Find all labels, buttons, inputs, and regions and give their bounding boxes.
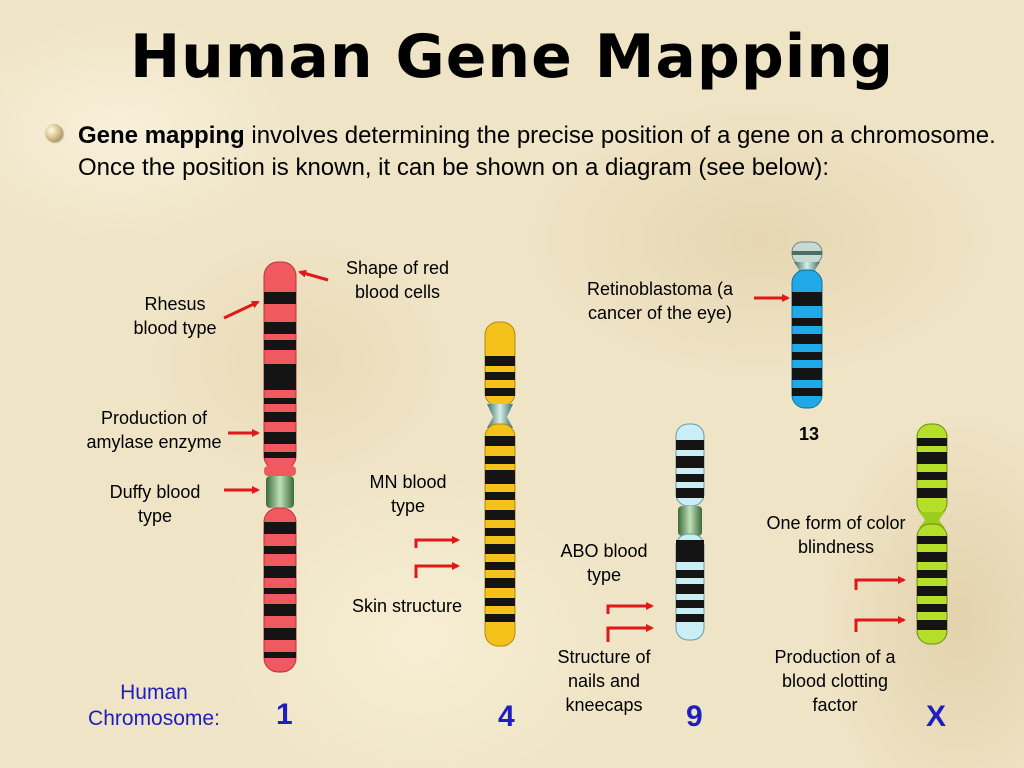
chromosome-1-lower-arm [264, 466, 296, 476]
chromosome-1-centromere [266, 476, 294, 508]
chromosome-4 [485, 322, 515, 646]
chromosome-9 [676, 424, 704, 640]
arrow-colorblind [856, 580, 904, 590]
chromosome-number-9: 9 [686, 700, 703, 734]
arrow-abo [608, 606, 652, 614]
arrow-nails [608, 628, 652, 642]
chromosome-number-1: 1 [276, 698, 293, 732]
chromosome-number-4: 4 [498, 700, 515, 734]
chromosome-13 [792, 242, 822, 408]
arrow-clotting [856, 620, 904, 632]
arrow-red-cells [300, 272, 328, 280]
arrow-skin [416, 566, 458, 578]
row-label: Human Chromosome: [62, 680, 246, 732]
chromosome-number-13: 13 [799, 424, 819, 445]
label-amylase: Production of amylase enzyme [74, 406, 234, 454]
label-nails: Structure of nails and kneecaps [545, 645, 663, 717]
chromosome-number-x: X [926, 700, 946, 734]
label-mn: MN blood type [356, 470, 460, 518]
arrow-mn [416, 540, 458, 548]
chromosome-x-upper-arm [917, 424, 947, 516]
label-retino: Retinoblastoma (a cancer of the eye) [560, 277, 760, 325]
label-clotting: Production of a blood clotting factor [760, 645, 910, 717]
label-duffy: Duffy blood type [96, 480, 214, 528]
label-red-cells: Shape of red blood cells [330, 256, 465, 304]
chromosome-x [917, 424, 947, 644]
chromosome-9-centromere [678, 506, 702, 536]
label-skin: Skin structure [340, 594, 474, 618]
label-rhesus: Rhesus blood type [120, 292, 230, 340]
label-abo: ABO blood type [548, 539, 660, 587]
label-colorblind: One form of color blindness [762, 511, 910, 559]
chromosome-1 [264, 262, 296, 672]
